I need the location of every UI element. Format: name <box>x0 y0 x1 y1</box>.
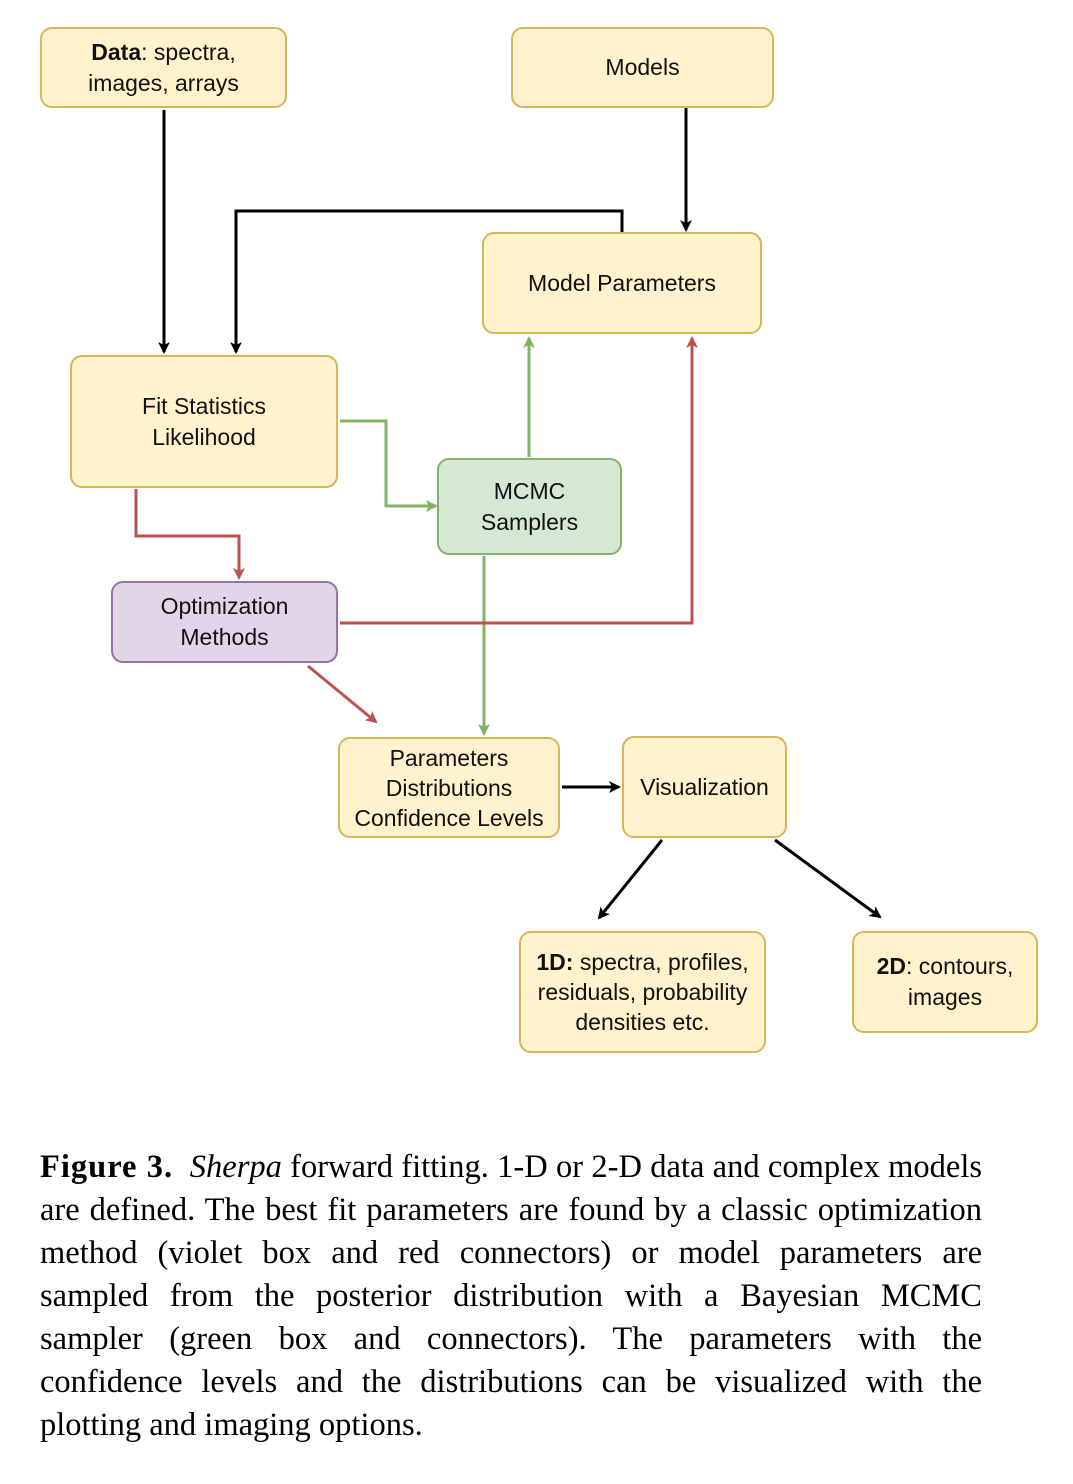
figure-label: Figure 3. <box>40 1149 174 1185</box>
node-models: Models <box>511 27 774 108</box>
node-2d-outputs: 2D: contours, images <box>852 931 1038 1033</box>
edge-visualization-to-2d <box>774 838 882 919</box>
node-mcmc-samplers: MCMC Samplers <box>437 458 622 555</box>
software-name: Sherpa <box>189 1149 282 1185</box>
edge-optimization-to-params <box>340 336 698 625</box>
edge-params-to-fit <box>230 209 624 354</box>
node-fit-statistics: Fit Statistics Likelihood <box>70 355 338 488</box>
node-parameters-distributions: Parameters Distributions Confidence Leve… <box>338 737 560 838</box>
node-data: Data: spectra, images, arrays <box>40 27 287 108</box>
node-model-parameters: Model Parameters <box>482 232 762 334</box>
flow-diagram: Data: spectra, images, arrays Models Mod… <box>40 27 1038 1053</box>
figure-caption: Figure 3. Sherpa forward fitting. 1-D or… <box>40 1146 982 1447</box>
edge-visualization-to-1d <box>597 839 664 920</box>
caption-text: forward fitting. 1-D or 2-D data and com… <box>40 1149 982 1443</box>
edge-fit-to-mcmc <box>340 419 438 512</box>
node-optimization-methods: Optimization Methods <box>111 581 338 663</box>
node-visualization: Visualization <box>622 736 787 838</box>
edge-fit-to-optimization <box>134 489 245 580</box>
edge-optimization-to-results <box>307 664 378 724</box>
connectors <box>134 108 882 920</box>
node-1d-outputs: 1D: spectra, profiles, residuals, probab… <box>519 931 766 1053</box>
